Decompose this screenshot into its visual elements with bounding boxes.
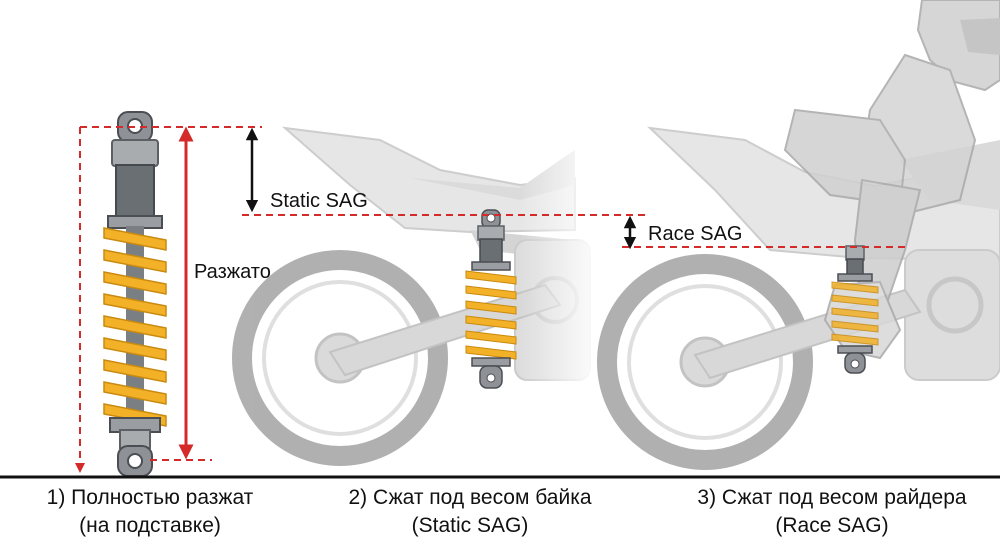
motorcycle-race-illustration bbox=[597, 126, 1000, 470]
stage-3-caption: 3) Сжат под весом райдера (Race SAG) bbox=[667, 484, 997, 540]
stage-1-title: 1) Полностью разжат bbox=[46, 486, 254, 509]
stage-2-title: 2) Сжат под весом байка bbox=[348, 486, 592, 509]
stage-3-title: 3) Сжат под весом райдера bbox=[697, 486, 967, 509]
rear-tire-static bbox=[232, 250, 448, 466]
shock-absorber-extended bbox=[103, 111, 167, 477]
stage-1-subtitle: (на подставке) bbox=[79, 514, 221, 537]
stage-3-subtitle: (Race SAG) bbox=[775, 514, 889, 537]
extended-label: Разжато bbox=[194, 261, 271, 283]
rear-tire-race bbox=[597, 254, 813, 470]
spring-extended bbox=[103, 227, 167, 427]
shock-absorber-race-sag bbox=[831, 245, 879, 374]
race-sag-label: Race SAG bbox=[648, 223, 742, 245]
static-sag-label: Static SAG bbox=[270, 190, 368, 212]
measurement-annotations bbox=[75, 126, 905, 473]
motorcycle-static-illustration bbox=[232, 120, 600, 466]
stage-2-subtitle: (Static SAG) bbox=[411, 514, 529, 537]
stage-2-caption: 2) Сжат под весом байка (Static SAG) bbox=[305, 484, 635, 540]
shock-absorber-static-sag bbox=[465, 209, 517, 389]
stage-1-caption: 1) Полностью разжат (на подставке) bbox=[0, 484, 315, 540]
